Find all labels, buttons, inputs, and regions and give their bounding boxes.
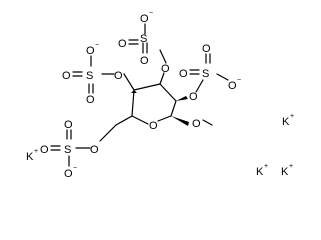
molecule-diagram: S O O O − O S O O O − O S O O O − O O O …: [26, 10, 294, 180]
oxygen-3b-label: O: [202, 43, 211, 55]
bond-o-methyl: [202, 119, 213, 126]
ring-bond-c2-c1: [170, 100, 177, 117]
oxygen-4b-label: O: [64, 119, 73, 131]
oxygen-1b-label: O: [86, 94, 95, 106]
oxygen-1c-label: O: [86, 45, 95, 57]
charge-3-label: −: [237, 77, 241, 84]
potassium-1-label: K: [282, 116, 290, 128]
potassium-1-charge: +: [290, 113, 294, 120]
sulfur-2-label: S: [140, 33, 147, 45]
s3-single-right: [216, 73, 229, 81]
structure-canvas: S O O O − O S O O O − O S O O O − O O O …: [26, 10, 295, 180]
bond-c3-o: [159, 72, 165, 85]
bond-o-s2: [159, 49, 167, 64]
oxygen-4a-label: O: [40, 144, 49, 156]
wedge-c4: [131, 90, 137, 93]
ring-bond-o5-c5: [131, 115, 149, 125]
ring-bond-c5-c4: [131, 89, 135, 117]
ring-bond-c4-c3: [133, 83, 161, 91]
oxygen-1d-label: O: [114, 70, 123, 82]
potassium-3-label: K: [281, 166, 289, 178]
bond-c5-ch2: [115, 115, 133, 126]
sulfur-4-label: S: [64, 144, 71, 156]
sulfur-1-label: S: [86, 70, 93, 82]
counterions: K + K + K + K +: [26, 113, 294, 178]
ring-bond-c3-c2: [159, 83, 177, 102]
oxygen-3a-label: O: [179, 68, 188, 80]
oxygen-4c-label: O: [64, 168, 73, 180]
methoxy-oxygen-label: O: [192, 118, 201, 130]
sulfur-3-label: S: [202, 68, 209, 80]
bond-c4-o: [123, 73, 135, 91]
oxygen-1a-label: O: [62, 70, 71, 82]
charge-4-label: −: [73, 165, 77, 172]
oxygen-2d-label: O: [161, 63, 170, 75]
oxygen-3d-label: O: [189, 91, 198, 103]
ring-bond-c1-o5: [157, 115, 172, 122]
potassium-2-label: K: [256, 166, 264, 178]
potassium-2-charge: +: [264, 163, 268, 170]
bond-o-s3: [195, 79, 204, 93]
potassium-4-label: K: [26, 151, 34, 163]
oxygen-2b-label: O: [140, 55, 149, 67]
oxygen-4d-label: O: [90, 144, 99, 156]
potassium-4-charge: +: [34, 148, 38, 155]
oxygen-2c-label: O: [140, 13, 149, 25]
ring-oxygen-label: O: [149, 120, 158, 132]
wedge-c1: [171, 116, 189, 126]
charge-2-label: −: [149, 10, 153, 17]
bond-ch2-o: [99, 124, 117, 142]
oxygen-2a-label: O: [118, 38, 127, 50]
bond-layer: [50, 23, 229, 167]
charge-1-label: −: [95, 42, 99, 49]
wedge-c2: [176, 96, 188, 101]
potassium-3-charge: +: [289, 163, 293, 170]
oxygen-3c-label: O: [228, 80, 237, 92]
atom-labels: S O O O − O S O O O − O S O O O − O O O …: [40, 10, 241, 180]
